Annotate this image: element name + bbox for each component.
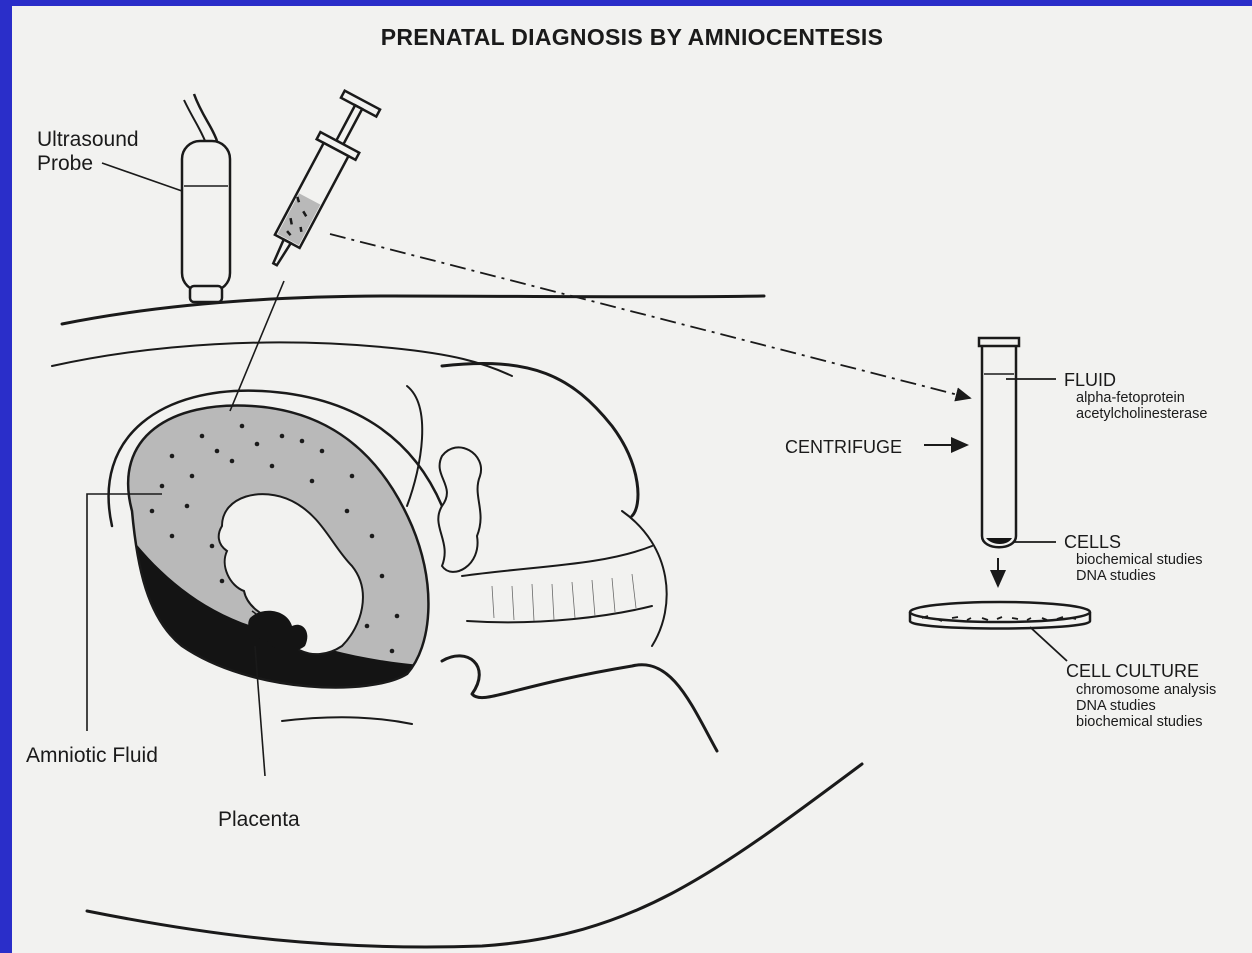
ultrasound-label-line2: Probe [37,152,93,176]
lower-body-line [282,717,412,724]
centrifuge-label: CENTRIFUGE [785,437,902,457]
ultrasound-probe [182,94,230,302]
cell-culture-item: chromosome analysis [1076,682,1216,698]
abdomen-outline [62,296,764,324]
cells-item: biochemical studies [1076,552,1203,568]
probe-leader [102,163,182,191]
canal-upper [462,546,652,576]
canal-end [622,511,667,646]
culture-dish [910,602,1090,629]
transfer-path [330,234,970,398]
cells-heading: CELLS [1064,532,1121,552]
ultrasound-label-line1: Ultrasound [37,128,139,152]
cell-culture-item: DNA studies [1076,698,1156,714]
cells-item: DNA studies [1076,568,1156,584]
bladder-curve [407,386,422,506]
leg-curve [87,764,862,947]
cell-culture-item: biochemical studies [1076,714,1203,730]
canal-lower [467,606,652,622]
amniotic-fluid-label: Amniotic Fluid [26,744,158,768]
ovary-blob [438,447,481,572]
culture-leader [1030,627,1067,661]
placenta-label: Placenta [218,808,300,832]
fluid-item: acetylcholinesterase [1076,406,1207,422]
abdomen-inner-contour [52,342,512,376]
fluid-heading: FLUID [1064,370,1116,390]
diagram-sheet: PRENATAL DIAGNOSIS BY AMNIOCENTESIS [12,6,1252,953]
fluid-item: alpha-fetoprotein [1076,390,1185,406]
cervix-line [442,656,717,751]
amniocentesis-illustration [12,6,1252,953]
syringe [256,90,382,275]
test-tube [979,338,1019,547]
cell-culture-heading: CELL CULTURE [1066,661,1199,681]
